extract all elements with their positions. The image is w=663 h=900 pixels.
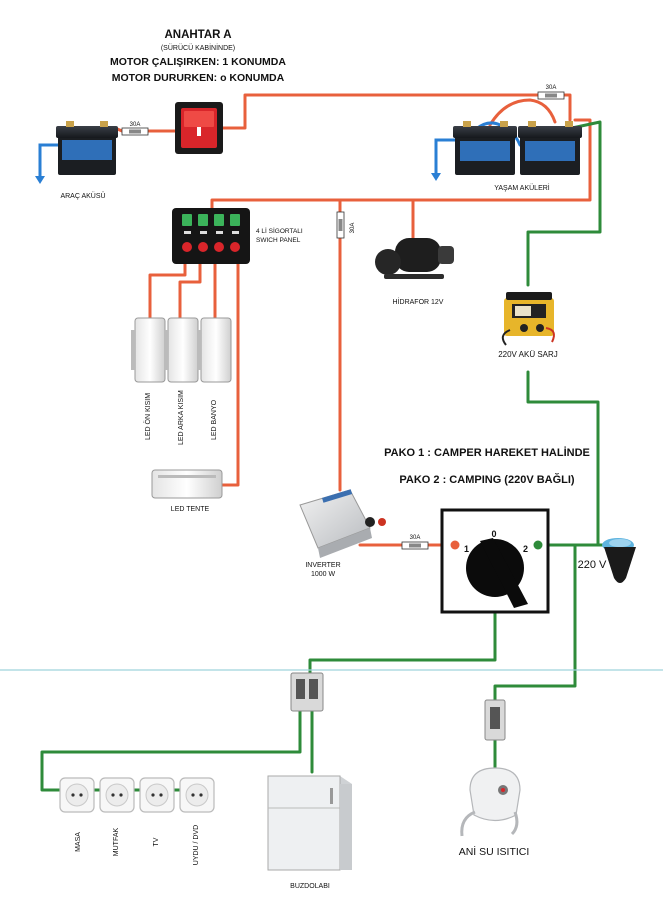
led-rear-label: LED ARKA KISIM	[178, 390, 185, 445]
inverter-label-line2: 1000 W	[311, 571, 336, 578]
house-batteries-label: YAŞAM AKÜLERİ	[494, 183, 550, 192]
vehicle-ground-arrow	[35, 176, 45, 184]
switch-a-line1: MOTOR ÇALIŞIRKEN: 1 KONUMDA	[110, 56, 286, 68]
wire-shore-to-heater	[493, 543, 577, 702]
main-fuse: 30A	[336, 211, 356, 239]
house-ground-arrow	[431, 173, 441, 181]
dc-wires	[93, 93, 592, 547]
wire-breaker-to-sockets	[40, 708, 302, 792]
wire-charger-to-batteries	[526, 120, 602, 287]
selector-pos1: 1	[464, 544, 469, 554]
double-breaker[interactable]	[290, 672, 324, 712]
water-heater-label: ANİ SU ISITICI	[459, 845, 530, 858]
inverter-fuse: 30A	[401, 535, 429, 550]
ground-arrows	[35, 173, 441, 184]
fridge-label: BUZDOLABI	[290, 883, 330, 890]
led-front: LED ÖN KISIM	[131, 317, 166, 440]
house-fuse-label: 30A	[546, 85, 557, 91]
led-awning: LED TENTE	[151, 469, 223, 513]
socket-mutfak[interactable]	[99, 777, 135, 813]
socket-label-3: UYDU / DVD	[193, 825, 200, 865]
inverter: INVERTER 1000 W	[299, 489, 386, 578]
shore-power-plug: 220 V	[578, 538, 636, 583]
selector-switch[interactable]: 1 0 2	[440, 508, 550, 614]
switch-a-caption: ANAHTAR A (SÜRÜCÜ KABİNİNDE) MOTOR ÇALIŞ…	[110, 29, 286, 84]
switch-a-subtitle: (SÜRÜCÜ KABİNİNDE)	[161, 43, 235, 52]
switch-a-line2: MOTOR DURURKEN: o KONUMDA	[112, 72, 285, 84]
switch-panel-label-line1: 4 Lİ SİGORTALI	[256, 226, 303, 235]
mode-pako1: PAKO 1 : CAMPER HAREKET HALİNDE	[384, 446, 590, 459]
led-awning-label: LED TENTE	[171, 506, 210, 513]
switch-a[interactable]	[175, 102, 223, 154]
battery-charger: 220V AKÜ SARJ	[498, 292, 558, 359]
wire-house-battery-main-bus	[210, 118, 592, 216]
inverter-fuse-label: 30A	[410, 535, 421, 541]
socket-label-2: TV	[153, 837, 160, 846]
vehicle-battery: ARAÇ AKÜSÜ	[56, 121, 118, 200]
selector-pos2: 2	[523, 544, 528, 554]
water-heater: ANİ SU ISITICI	[459, 767, 530, 858]
heater-breaker[interactable]	[484, 699, 506, 741]
wire-selector-output	[308, 610, 497, 678]
wire-battery-interconnect	[488, 98, 557, 127]
pump-label: HİDRAFOR 12V	[393, 297, 444, 306]
led-lights: LED ÖN KISIM LED ARKA KISIM LED BANYO LE…	[131, 317, 232, 513]
vehicle-battery-label: ARAÇ AKÜSÜ	[60, 192, 105, 200]
switch-panel-label-line2: SWICH PANEL	[256, 237, 301, 244]
socket-masa[interactable]	[59, 777, 95, 813]
vehicle-fuse-label: 30A	[130, 122, 141, 128]
switch-panel[interactable]: 4 Lİ SİGORTALI SWICH PANEL	[172, 208, 303, 264]
socket-label-1: MUTFAK	[113, 827, 120, 856]
wire-panel-to-led-rear	[178, 260, 202, 322]
socket-tv[interactable]	[139, 777, 175, 813]
shore-power-label: 220 V	[578, 559, 607, 571]
led-bath: LED BANYO	[197, 317, 232, 440]
selector-pos0: 0	[491, 529, 496, 539]
wire-panel-to-led-front	[148, 260, 187, 322]
fridge: BUZDOLABI	[267, 775, 352, 890]
switch-a-title: ANAHTAR A	[164, 29, 231, 41]
socket-label-0: MASA	[75, 832, 82, 852]
vehicle-ground-wire	[38, 143, 60, 180]
socket-uydu-dvd[interactable]	[179, 777, 215, 813]
main-fuse-label: 30A	[350, 223, 356, 234]
charger-label: 220V AKÜ SARJ	[498, 350, 558, 359]
house-fuse: 30A	[537, 85, 565, 100]
wire-charger-to-shore	[526, 370, 600, 547]
mode-pako2: PAKO 2 : CAMPING (220V BAĞLI)	[399, 473, 575, 486]
water-pump: HİDRAFOR 12V	[375, 238, 454, 306]
wire-switch-to-house-batteries	[220, 93, 572, 130]
vehicle-fuse: 30A	[121, 122, 149, 136]
led-front-label: LED ÖN KISIM	[144, 393, 152, 440]
wall-sockets: MASA MUTFAK TV UYDU / DVD	[59, 777, 215, 865]
led-bath-label: LED BANYO	[211, 399, 218, 440]
led-rear: LED ARKA KISIM	[164, 317, 199, 445]
house-batteries: YAŞAM AKÜLERİ	[453, 121, 582, 192]
inverter-label-line1: INVERTER	[305, 562, 340, 569]
